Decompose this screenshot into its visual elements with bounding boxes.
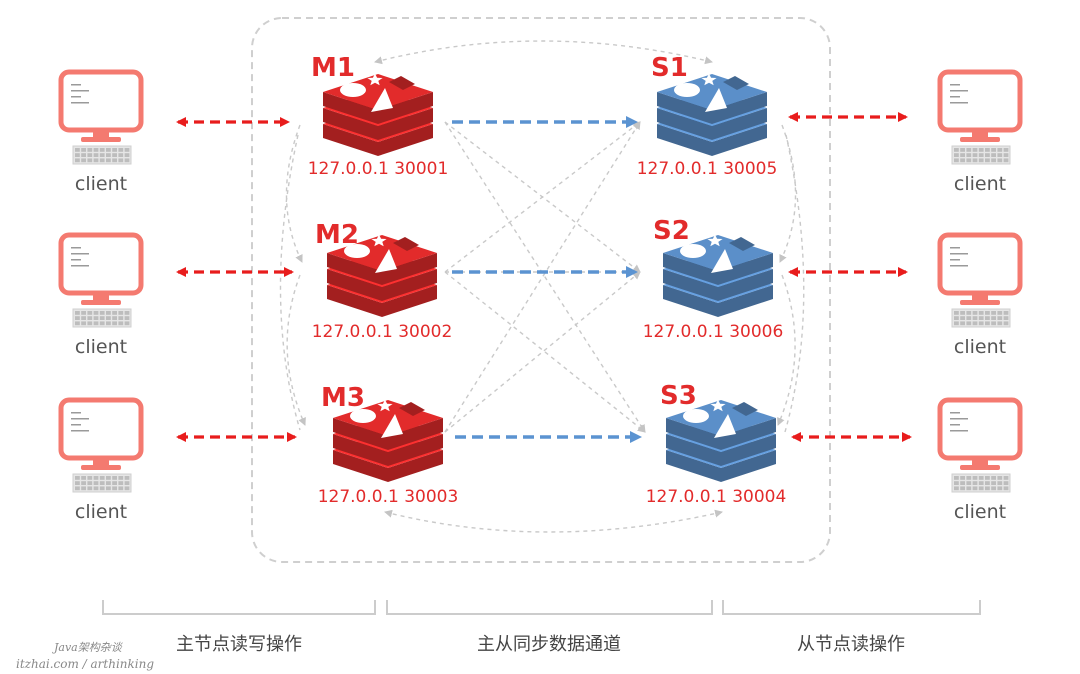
node-address: 127.0.0.1 30003 [318, 487, 459, 507]
cluster-boundary [251, 17, 831, 563]
redis-slave-icon [666, 399, 776, 482]
client-label: client [954, 501, 1006, 523]
redis-master-icon [323, 73, 433, 156]
client-left-3: client [58, 397, 144, 523]
client-right-3: client [937, 397, 1023, 523]
watermark-line-1: Java架构杂谈 [52, 641, 124, 654]
client-left-1: client [58, 69, 144, 195]
node-name: M1 [311, 53, 355, 83]
node-name: S1 [651, 53, 688, 83]
section-brackets [102, 600, 981, 615]
monitor-icon [937, 397, 1023, 493]
sync-arrows [452, 116, 642, 443]
redis-slave-icon [657, 73, 767, 156]
section-label-master-rw: 主节点读写操作 [176, 634, 302, 655]
slave-node-3: S3 127.0.0.1 30004 [646, 381, 787, 507]
master-node-3: M3 127.0.0.1 30003 [318, 383, 459, 507]
client-label: client [75, 173, 127, 195]
section-label-sync-channel: 主从同步数据通道 [477, 634, 621, 655]
node-address: 127.0.0.1 30005 [637, 159, 778, 179]
client-left-2: client [58, 232, 144, 358]
section-label-slave-read: 从节点读操作 [797, 634, 905, 655]
client-label: client [954, 173, 1006, 195]
node-name: M2 [315, 220, 359, 250]
node-address: 127.0.0.1 30002 [312, 322, 453, 342]
node-address: 127.0.0.1 30006 [643, 322, 784, 342]
slave-node-1: S1 127.0.0.1 30005 [637, 53, 778, 179]
slave-node-2: S2 127.0.0.1 30006 [643, 216, 784, 342]
monitor-icon [58, 397, 144, 493]
node-name: M3 [321, 383, 365, 413]
node-name: S3 [660, 381, 697, 411]
redis-master-icon [327, 234, 437, 317]
monitor-icon [58, 232, 144, 328]
monitor-icon [58, 69, 144, 165]
client-arrows [176, 112, 912, 442]
node-address: 127.0.0.1 30001 [308, 159, 449, 179]
node-name: S2 [653, 216, 690, 246]
monitor-icon [937, 232, 1023, 328]
node-address: 127.0.0.1 30004 [646, 487, 787, 507]
master-node-2: M2 127.0.0.1 30002 [312, 220, 453, 342]
watermark-line-2: itzhai.com / arthinking [16, 657, 154, 671]
client-right-1: client [937, 69, 1023, 195]
monitor-icon [937, 69, 1023, 165]
redis-slave-icon [663, 234, 773, 317]
client-label: client [75, 501, 127, 523]
client-right-2: client [937, 232, 1023, 358]
master-node-1: M1 127.0.0.1 30001 [308, 53, 449, 179]
redis-master-icon [333, 399, 443, 482]
client-label: client [75, 336, 127, 358]
client-label: client [954, 336, 1006, 358]
